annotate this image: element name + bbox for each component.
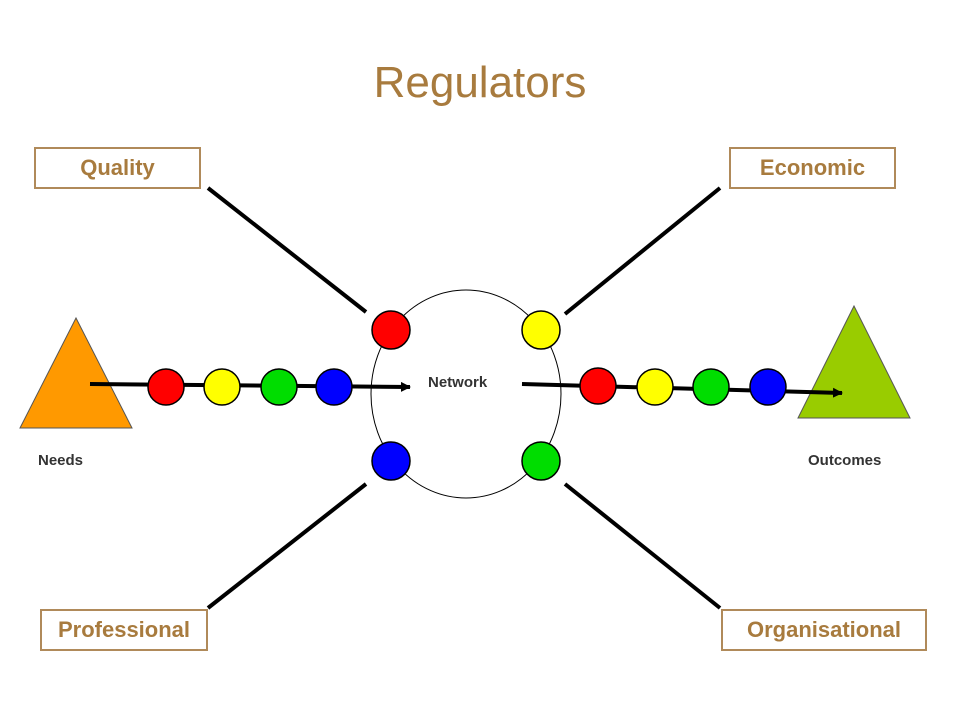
outcomes-label: Outcomes: [808, 452, 882, 469]
output-blue-node: [749, 368, 787, 406]
network-blue-node: [371, 441, 411, 481]
input-green-node: [260, 368, 298, 406]
organisational-box: Organisational: [721, 609, 927, 651]
professional-connector: [206, 482, 368, 610]
needs-triangle: [19, 316, 133, 429]
input-arrow: [89, 381, 411, 392]
needs-label: Needs: [38, 452, 84, 469]
output-green-node: [692, 368, 730, 406]
output-arrow: [521, 382, 843, 398]
organisational-connector: [563, 482, 722, 610]
network-yellow-node: [521, 310, 561, 350]
quality-box: Quality: [34, 147, 201, 189]
quality-connector: [206, 186, 368, 314]
economic-connector: [563, 186, 722, 316]
input-blue-node: [315, 368, 353, 406]
input-yellow-node: [203, 368, 241, 406]
input-red-node: [147, 368, 185, 406]
outcomes-triangle: [797, 304, 911, 419]
network-red-node: [371, 310, 411, 350]
professional-box: Professional: [40, 609, 208, 651]
diagram-title: Regulators: [373, 58, 587, 107]
network-green-node: [521, 441, 561, 481]
economic-box: Economic: [729, 147, 896, 189]
network-ellipse: [370, 289, 562, 499]
output-red-node: [579, 367, 617, 405]
output-yellow-node: [636, 368, 674, 406]
network-label: Network: [428, 374, 488, 391]
